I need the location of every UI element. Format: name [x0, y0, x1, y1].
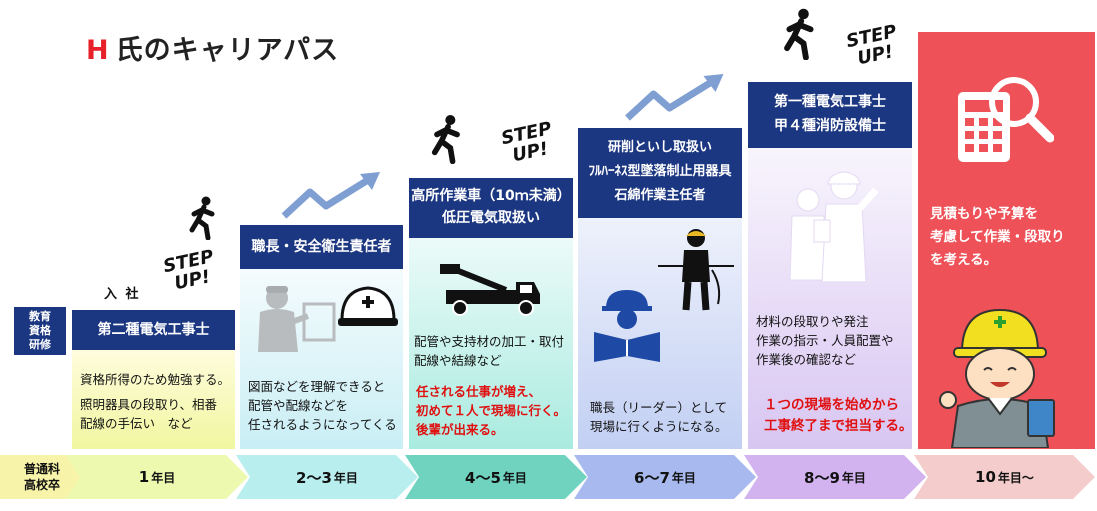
foreman-reading-icon: [594, 290, 660, 362]
running-person-icon: [189, 196, 215, 240]
safety-helmet-icon: [338, 286, 398, 326]
worker-drawing-icon: [258, 286, 336, 352]
stage-1-desc: 資格所得のため勉強する。照明器具の段取り、相番配線の手伝い など: [80, 372, 231, 431]
qual-header-5: 第一種電気工事士甲４種消防設備士: [748, 82, 912, 148]
calculator-search-icon: [958, 77, 1054, 162]
training-label: 教育資格研修: [14, 307, 66, 355]
qual-header-1: 第二種電気工事士: [72, 310, 235, 350]
stage-3-desc: 配管や支持材の加工・取付配線や結線など: [414, 334, 565, 368]
stage-1-panel: [72, 345, 235, 449]
qual-header-2: 職長・安全衛生責任者: [240, 225, 403, 269]
stage-4-desc: 職長（リーダー）として現場に行くようになる。: [590, 400, 728, 434]
running-person-icon: [784, 8, 814, 60]
school-label: 普通科高校卒: [0, 455, 84, 499]
aerial-work-truck-icon: [440, 264, 540, 316]
nyusha-label: 入 社: [104, 287, 141, 302]
stage-6-desc: 見積もりや予算を考慮して作業・段取りを考える。: [930, 206, 1065, 268]
smiling-worker-icon: [939, 308, 1055, 448]
growth-arrow-icon: [625, 74, 724, 121]
stage-2-desc: 図面などを理解できると配管や配線などを任されるようになってくる: [248, 379, 397, 432]
qual-header-4: 研削といし取扱いﾌﾙﾊｰﾈｽ型墜落制止用器具石綿作業主任者: [578, 128, 742, 218]
qual-header-3: 高所作業車（10ｍ未満）低圧電気取扱い: [409, 178, 573, 238]
stage-3-note: 任される仕事が増え、初めて１人で現場に行く。後輩が出来る。: [416, 384, 567, 437]
running-person-icon: [431, 114, 460, 164]
growth-arrow-icon: [281, 172, 380, 219]
stage-5-note: １つの現場を始めから工事終了まで担当する。: [764, 397, 913, 434]
stage-5-desc: 材料の段取りや発注作業の指示・人員配置や作業後の確認など: [756, 314, 894, 367]
harness-worker-icon: [658, 229, 734, 311]
supervisors-icon: [789, 171, 878, 283]
